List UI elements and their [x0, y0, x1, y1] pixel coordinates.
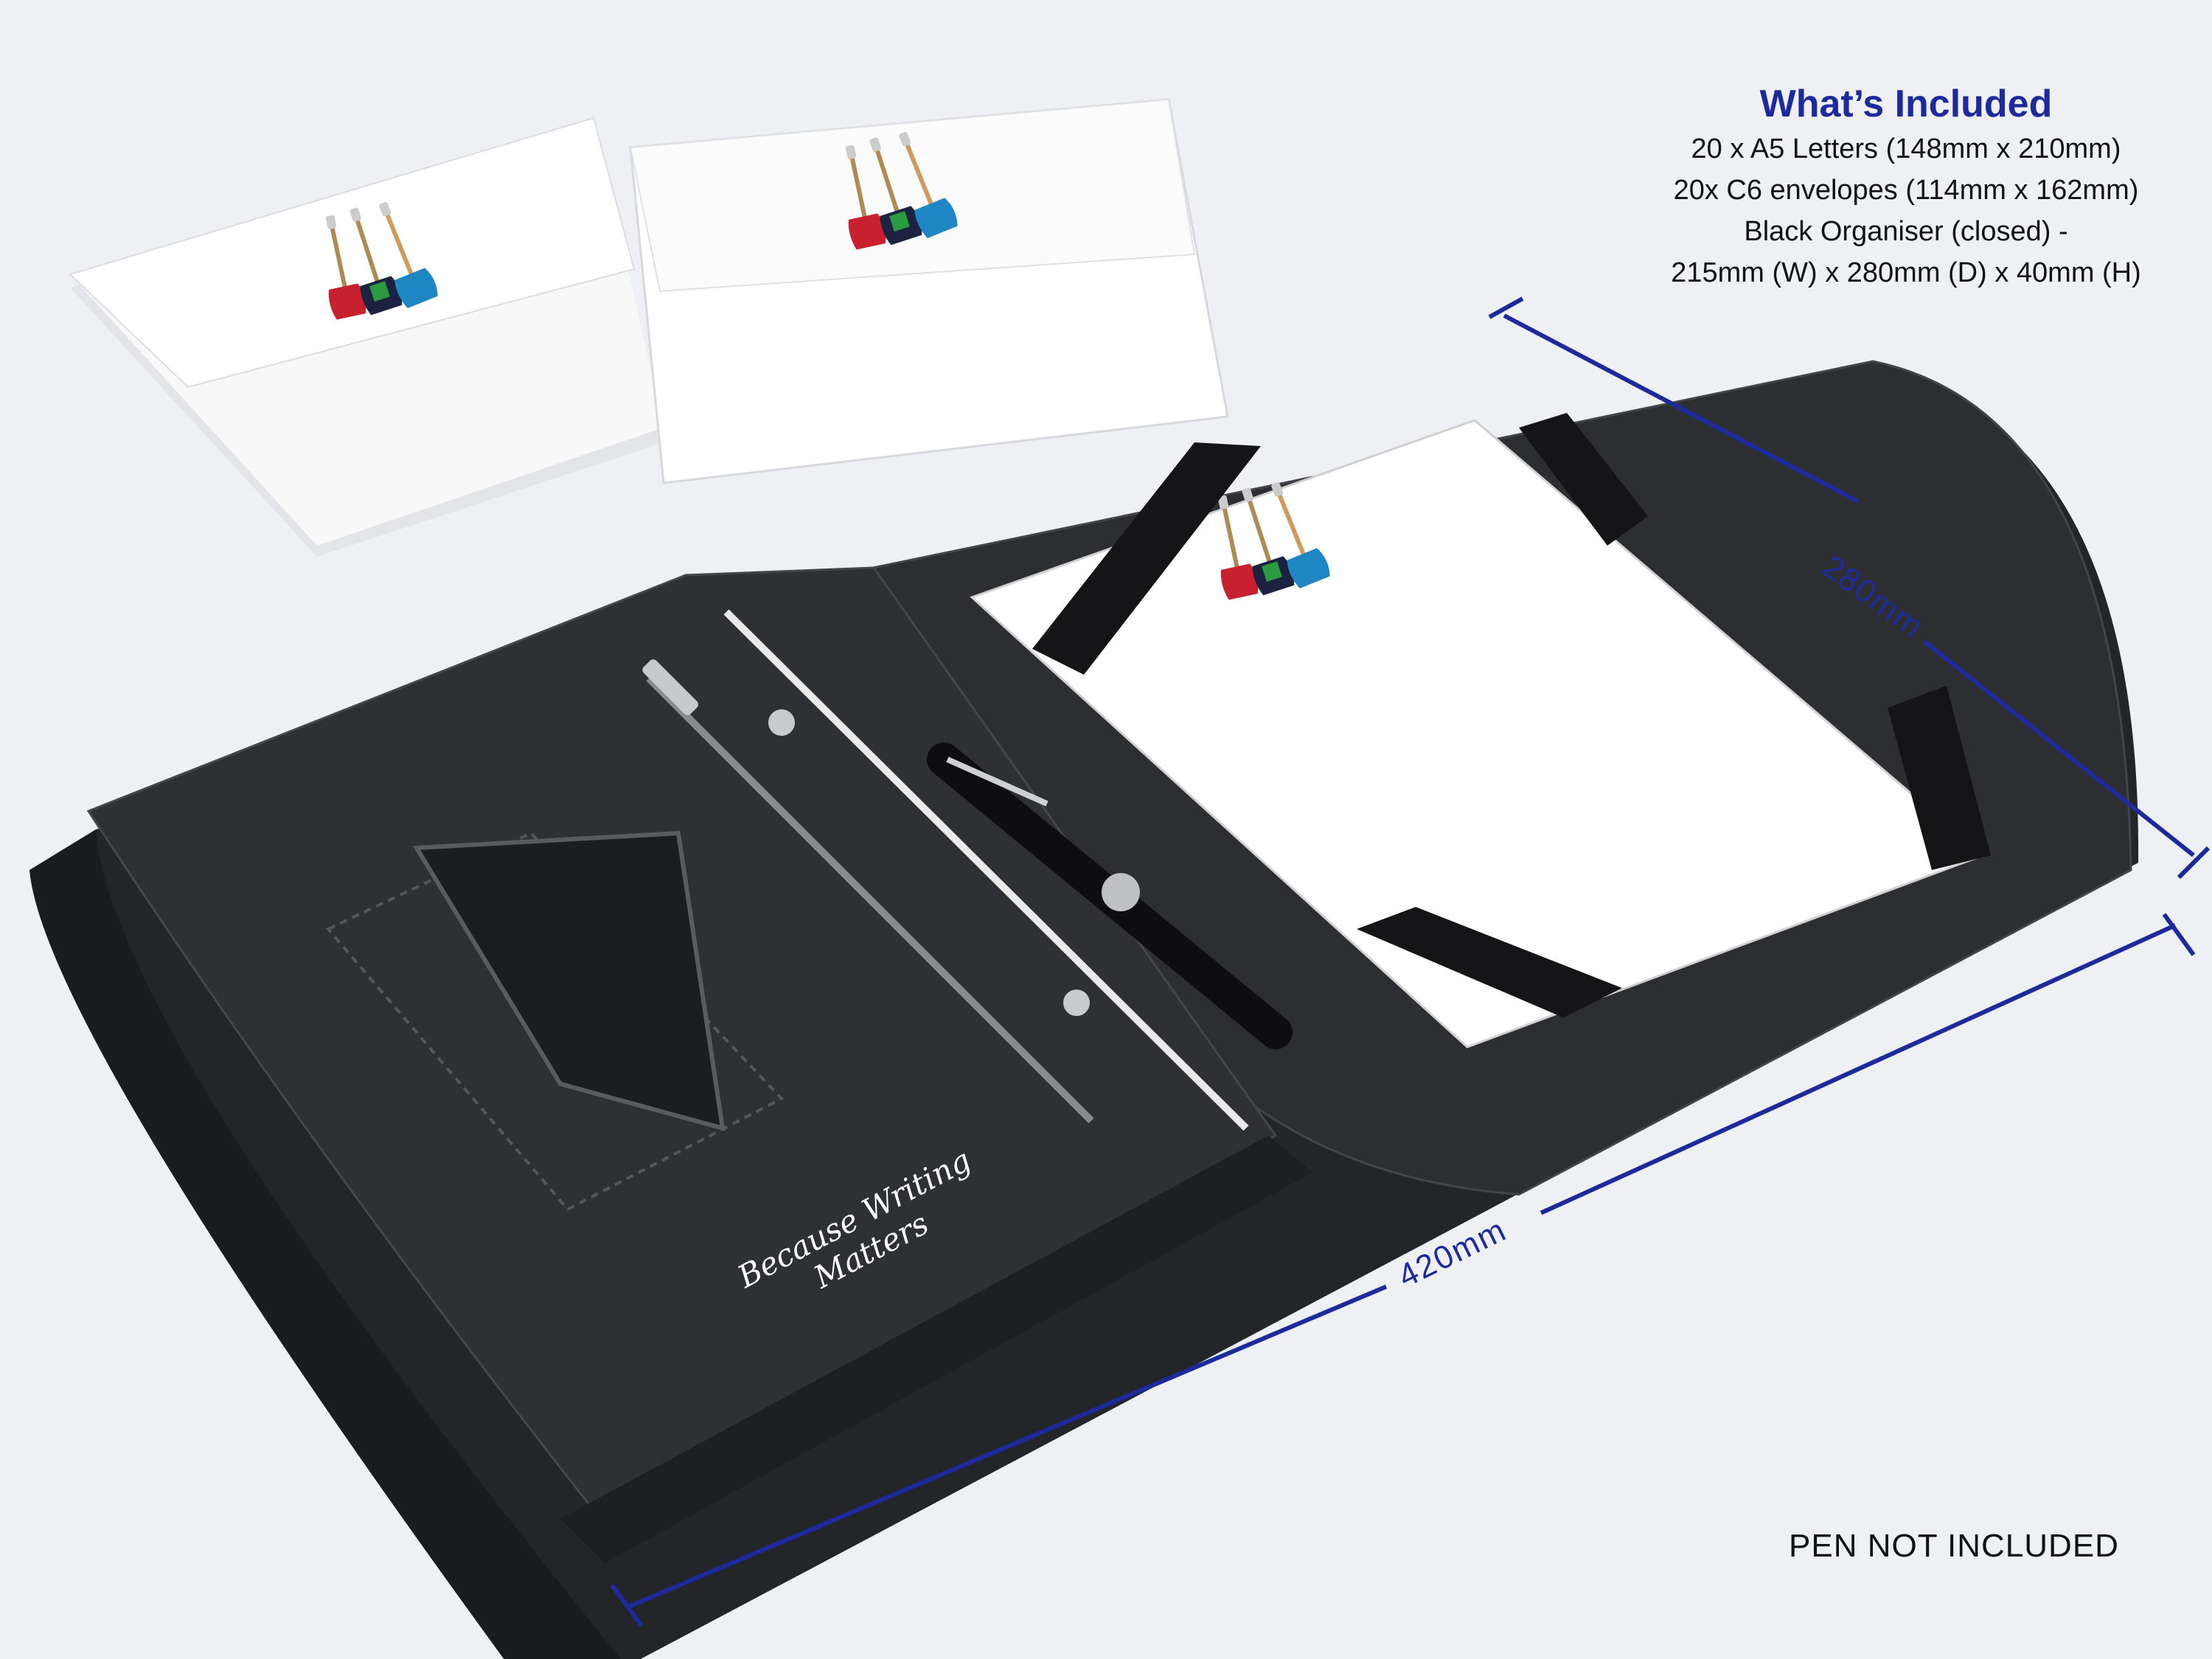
included-line-envelopes: 20x C6 envelopes (114mm x 162mm): [1673, 175, 2139, 206]
included-line-size: 215mm (W) x 280mm (D) x 40mm (H): [1671, 257, 2141, 288]
dimension-lines: [610, 296, 2211, 1627]
snap-button: [768, 709, 795, 736]
included-panel: What’s Included 20 x A5 Letters (148mm x…: [1648, 80, 2164, 293]
organiser: [29, 360, 2139, 1659]
pen-not-included-note: PEN NOT INCLUDED: [1789, 1528, 2119, 1564]
included-line-letters: 20 x A5 Letters (148mm x 210mm): [1691, 133, 2121, 164]
included-title: What’s Included: [1759, 83, 2053, 125]
snap-button: [1063, 990, 1090, 1016]
notepad: [970, 413, 1991, 1048]
envelope-stack: [69, 116, 664, 557]
pen: [927, 742, 1293, 1049]
envelope-single: [629, 98, 1229, 484]
included-line-organiser: Black Organiser (closed) -: [1744, 216, 2068, 247]
zipper: [646, 675, 1094, 1124]
card-window: [412, 830, 726, 1132]
